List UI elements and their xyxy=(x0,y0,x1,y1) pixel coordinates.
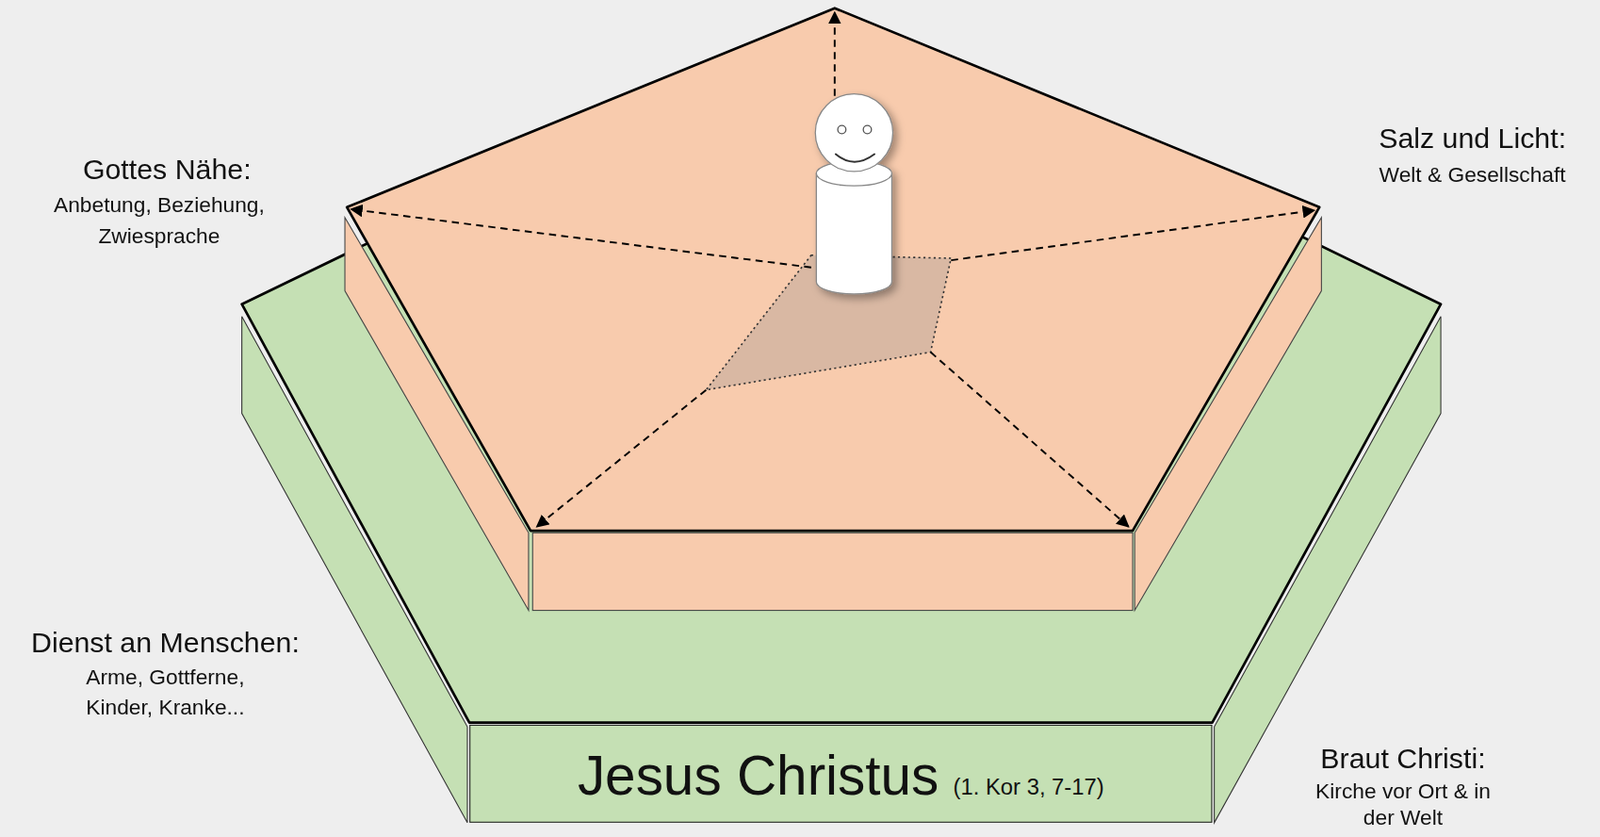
title-text: Jesus Christus xyxy=(577,725,939,824)
dashed-arrow xyxy=(351,209,812,268)
foundation-band: Jesus Christus(1. Kor 3, 7-17) xyxy=(469,724,1212,823)
reference-text: (1. Kor 3, 7-17) xyxy=(953,737,1105,836)
dashed-arrow xyxy=(950,210,1315,261)
corner-heading: Gottes Nähe: xyxy=(3,152,331,186)
corner-heading: Dienst an Menschen: xyxy=(7,626,325,660)
platform-top-face xyxy=(346,8,1320,531)
corner-subtext: Anbetung, Beziehung, Zwiesprache xyxy=(25,189,294,251)
corner-subtext: Kirche vor Ort & in der Welt xyxy=(1312,777,1495,831)
corner-subtext: Arme, Gottferne, Kinder, Kranke... xyxy=(58,661,273,723)
person-figure xyxy=(815,94,893,294)
dashed-arrow xyxy=(537,390,707,527)
platform-front-face xyxy=(532,532,1133,610)
corner-heading: Salz und Licht: xyxy=(1360,122,1585,156)
dashed-arrow xyxy=(930,352,1129,527)
direction-arrows xyxy=(351,12,1315,527)
corner-heading: Braut Christi: xyxy=(1270,742,1536,776)
corner-subtext: Welt & Gesellschaft xyxy=(1355,159,1590,190)
